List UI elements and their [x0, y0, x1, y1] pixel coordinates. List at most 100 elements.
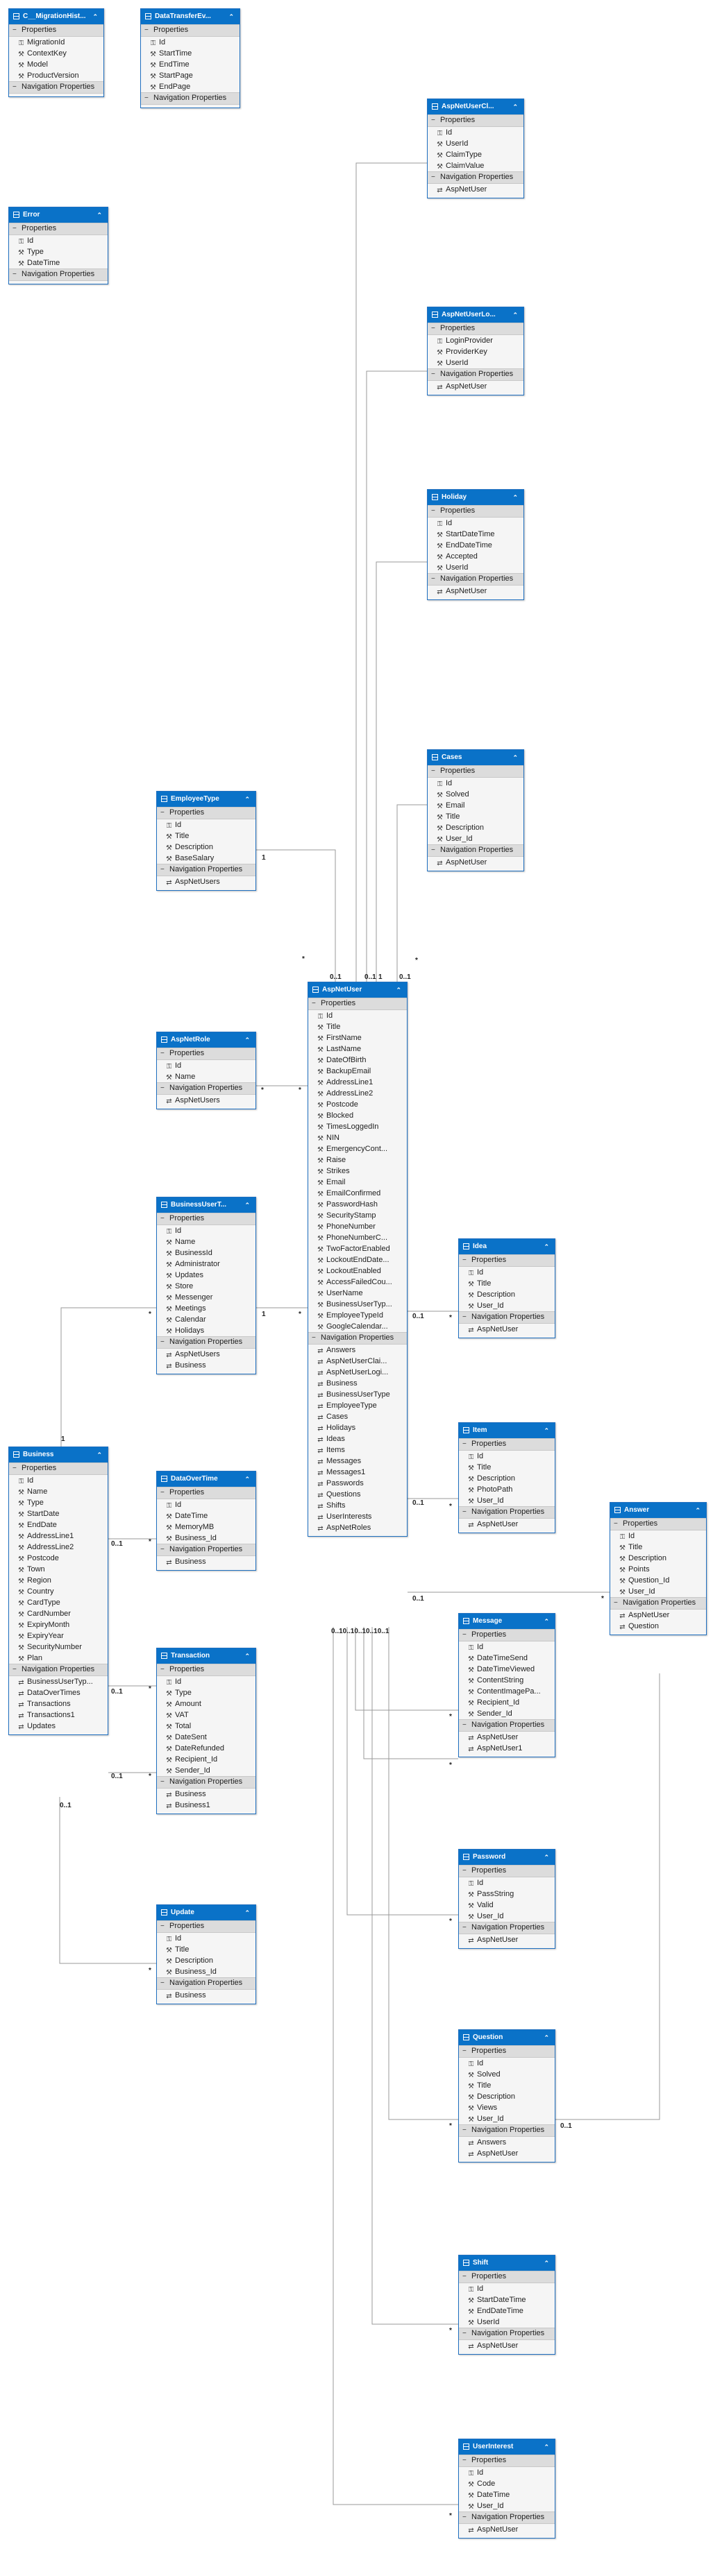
property-row[interactable]: ⚒Name — [157, 1236, 255, 1247]
navigation-row[interactable]: ⇄AspNetUser — [428, 184, 523, 195]
property-row[interactable]: ⚒DateSent — [157, 1732, 255, 1743]
entity-title[interactable]: Answer⌃ — [610, 1503, 706, 1518]
property-row[interactable]: ⚒PassString — [459, 1888, 555, 1900]
property-row[interactable]: ⚒User_Id — [610, 1586, 706, 1597]
association-line[interactable] — [333, 1627, 458, 2505]
property-row[interactable]: ⚒Meetings — [157, 1303, 255, 1314]
properties-section-header[interactable]: Properties — [428, 114, 523, 127]
property-row[interactable]: ⚿Id — [157, 1225, 255, 1236]
property-row[interactable]: ⚒CardNumber — [9, 1608, 108, 1619]
property-row[interactable]: ⚒DateTime — [459, 2489, 555, 2500]
navigation-row[interactable]: ⇄DataOverTimes — [9, 1687, 108, 1698]
property-row[interactable]: ⚒SecurityStamp — [308, 1210, 407, 1221]
property-row[interactable]: ⚒GoogleCalendar... — [308, 1321, 407, 1332]
properties-section-header[interactable]: Properties — [459, 1629, 555, 1641]
properties-section-header[interactable]: Properties — [157, 1664, 255, 1676]
property-row[interactable]: ⚒ClaimType — [428, 149, 523, 160]
entity-migration[interactable]: C__MigrationHist...⌃Properties⚿Migration… — [8, 8, 104, 97]
property-row[interactable]: ⚒LockoutEndDate... — [308, 1254, 407, 1265]
property-row[interactable]: ⚒Title — [459, 1278, 555, 1289]
properties-section-header[interactable]: Properties — [157, 1487, 255, 1499]
property-row[interactable]: ⚒Title — [157, 1944, 255, 1955]
navigation-row[interactable]: ⇄AspNetUserLogi... — [308, 1367, 407, 1378]
property-row[interactable]: ⚿Id — [308, 1010, 407, 1021]
property-row[interactable]: ⚒Business_Id — [157, 1533, 255, 1544]
navigation-row[interactable]: ⇄Questions — [308, 1489, 407, 1500]
property-row[interactable]: ⚒PhotoPath — [459, 1484, 555, 1495]
entity-title[interactable]: UserInterest⌃ — [459, 2439, 555, 2455]
association-line[interactable] — [555, 1673, 660, 2120]
collapse-caret-icon[interactable]: ⌃ — [228, 13, 234, 20]
property-row[interactable]: ⚒NIN — [308, 1132, 407, 1143]
property-row[interactable]: ⚒User_Id — [459, 1300, 555, 1311]
collapse-caret-icon[interactable]: ⌃ — [544, 1854, 549, 1861]
association-line[interactable] — [396, 804, 427, 982]
property-row[interactable]: ⚒DateTimeSend — [459, 1653, 555, 1664]
property-row[interactable]: ⚿Id — [459, 1267, 555, 1278]
navigation-section-header[interactable]: Navigation Properties — [157, 1977, 255, 1990]
property-row[interactable]: ⚒Title — [428, 811, 523, 822]
navigation-row[interactable]: ⇄UserInterests — [308, 1511, 407, 1522]
entity-title[interactable]: Idea⌃ — [459, 1239, 555, 1254]
properties-section-header[interactable]: Properties — [459, 2271, 555, 2283]
navigation-row[interactable]: ⇄AspNetUser — [459, 1732, 555, 1743]
navigation-section-header[interactable]: Navigation Properties — [9, 81, 103, 94]
navigation-section-header[interactable]: Navigation Properties — [459, 1506, 555, 1519]
property-row[interactable]: ⚒Email — [428, 800, 523, 811]
navigation-row[interactable]: ⇄Holidays — [308, 1422, 407, 1433]
property-row[interactable]: ⚒Total — [157, 1721, 255, 1732]
collapse-caret-icon[interactable]: ⌃ — [97, 1451, 102, 1458]
entity-title[interactable]: EmployeeType⌃ — [157, 792, 255, 807]
navigation-row[interactable]: ⇄Shifts — [308, 1500, 407, 1511]
property-row[interactable]: ⚒Name — [9, 1486, 108, 1497]
navigation-row[interactable]: ⇄Items — [308, 1444, 407, 1456]
properties-section-header[interactable]: Properties — [428, 323, 523, 335]
property-row[interactable]: ⚒Plan — [9, 1653, 108, 1664]
property-row[interactable]: ⚿Id — [141, 37, 240, 48]
collapse-caret-icon[interactable]: ⌃ — [97, 212, 102, 219]
property-row[interactable]: ⚒Title — [459, 2080, 555, 2091]
association-line[interactable] — [355, 162, 427, 982]
navigation-row[interactable]: ⇄AspNetUser — [610, 1610, 706, 1621]
collapse-caret-icon[interactable]: ⌃ — [512, 754, 518, 761]
entity-shift[interactable]: Shift⌃Properties⚿Id⚒StartDateTime⚒EndDat… — [458, 2255, 555, 2355]
property-row[interactable]: ⚒Title — [157, 830, 255, 842]
property-row[interactable]: ⚒Description — [157, 842, 255, 853]
entity-title[interactable]: Holiday⌃ — [428, 490, 523, 505]
property-row[interactable]: ⚒ContentImagePa... — [459, 1686, 555, 1697]
navigation-row[interactable]: ⇄Business — [157, 1789, 255, 1800]
property-row[interactable]: ⚒PhoneNumberC... — [308, 1232, 407, 1243]
properties-section-header[interactable]: Properties — [157, 1213, 255, 1225]
entity-userinterest[interactable]: UserInterest⌃Properties⚿Id⚒Code⚒DateTime… — [458, 2439, 555, 2539]
property-row[interactable]: ⚒LastName — [308, 1043, 407, 1055]
property-row[interactable]: ⚒EmergencyCont... — [308, 1143, 407, 1154]
entity-item[interactable]: Item⌃Properties⚿Id⚒Title⚒Description⚒Pho… — [458, 1422, 555, 1533]
property-row[interactable]: ⚒UserId — [428, 562, 523, 573]
entity-dataovertime[interactable]: DataOverTime⌃Properties⚿Id⚒DateTime⚒Memo… — [156, 1471, 256, 1571]
association-line[interactable] — [366, 370, 427, 982]
navigation-row[interactable]: ⇄BusinessUserType — [308, 1389, 407, 1400]
entity-userlogins[interactable]: AspNetUserLo...⌃Properties⚿LoginProvider… — [427, 307, 524, 395]
property-row[interactable]: ⚒UserId — [459, 2317, 555, 2328]
property-row[interactable]: ⚒StartDateTime — [459, 2294, 555, 2305]
property-row[interactable]: ⚒MemoryMB — [157, 1521, 255, 1533]
navigation-row[interactable]: ⇄Business — [157, 1556, 255, 1567]
property-row[interactable]: ⚒Calendar — [157, 1314, 255, 1325]
property-row[interactable]: ⚿Id — [428, 778, 523, 789]
properties-section-header[interactable]: Properties — [9, 1462, 108, 1475]
entity-aspnetrole[interactable]: AspNetRole⌃Properties⚿Id⚒NameNavigation … — [156, 1032, 256, 1109]
property-row[interactable]: ⚒Description — [459, 2091, 555, 2102]
properties-section-header[interactable]: Properties — [459, 2455, 555, 2467]
property-row[interactable]: ⚒Title — [610, 1542, 706, 1553]
navigation-section-header[interactable]: Navigation Properties — [459, 2328, 555, 2340]
properties-section-header[interactable]: Properties — [141, 24, 240, 37]
properties-section-header[interactable]: Properties — [9, 24, 103, 37]
property-row[interactable]: ⚒ProviderKey — [428, 346, 523, 357]
property-row[interactable]: ⚒DateRefunded — [157, 1743, 255, 1754]
entity-business[interactable]: Business⌃Properties⚿Id⚒Name⚒Type⚒StartDa… — [8, 1447, 108, 1735]
entity-transaction[interactable]: Transaction⌃Properties⚿Id⚒Type⚒Amount⚒VA… — [156, 1648, 256, 1814]
property-row[interactable]: ⚒Messenger — [157, 1292, 255, 1303]
property-row[interactable]: ⚒UserId — [428, 138, 523, 149]
property-row[interactable]: ⚿Id — [157, 819, 255, 830]
navigation-section-header[interactable]: Navigation Properties — [157, 1336, 255, 1349]
